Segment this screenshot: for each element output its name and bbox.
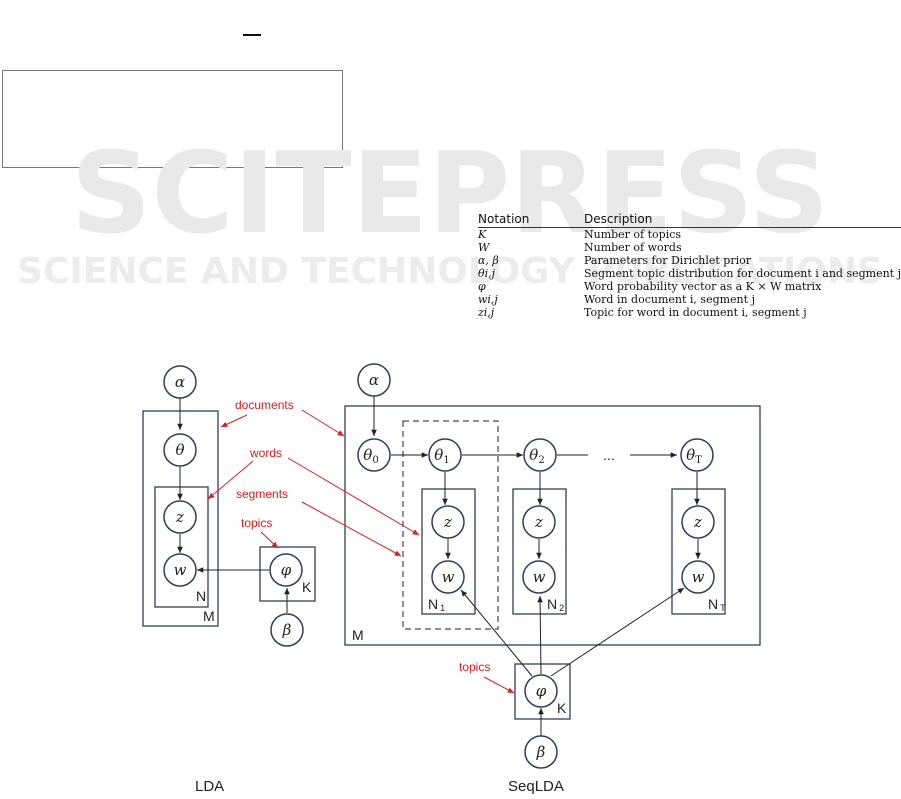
lda-plate-k-label: K [302,579,312,595]
notation-header-row: Notation Description [478,212,901,228]
lda-phi-label: φ [281,561,292,579]
seqlda-z1-node [431,505,465,539]
watermark: SCITEPRESS SCIENCE AND TECHNOLOGY PUBLIC… [17,129,883,292]
seqlda-zt-label: z [693,513,702,531]
top-rule-fragment [243,34,261,36]
empty-frame [2,70,343,168]
seqlda-plate-n1 [421,488,476,615]
lda-beta-node [270,613,304,647]
seqlda-w1-node [431,560,465,594]
notation-symbol: θi,j [478,267,496,280]
lda-plate-n [154,486,209,608]
notation-description: Number of words [583,241,682,254]
annotation-topics-lda: topics [241,516,272,530]
notation-description: Word in document i, segment j [583,293,755,306]
seqlda-theta0-label: θ0 [363,446,378,466]
seqlda-alpha-node [357,363,391,397]
lda-alpha-label: α [175,373,185,391]
lda-phi-node [269,553,303,587]
annotation-segments: segments [236,487,288,501]
seqlda-beta-node [524,735,558,769]
annotation-topics-seqlda: topics [459,660,490,674]
seqlda-thetaT-label: θT [686,446,702,466]
seqlda-z2-node [522,505,556,539]
lda-alpha-node [163,365,197,399]
lda-w-label: w [174,561,187,579]
notation-symbol: α, β [478,254,499,267]
lda-plate-m-label: M [203,608,215,624]
seqlda-phi-label: φ [536,682,547,700]
notation-symbol: φ [478,280,486,293]
annotations: documents words segments topics topics [207,398,515,694]
seqlda-z2-label: z [534,513,543,531]
notation-row: K Number of topics [478,228,901,242]
notation-description: Word probability vector as a K × W matri… [583,280,822,293]
lda-model: α θ z w φ β N M K [142,365,316,647]
seqlda-z1-label: z [443,513,452,531]
notation-row: wi,j Word in document i, segment j [478,293,901,306]
seqlda-plate-k-label: K [557,700,567,716]
lda-w-node [163,553,197,587]
seqlda-caption: SeqLDA [508,778,564,795]
seqlda-alpha-label: α [369,371,379,389]
seqlda-ellipsis: ... [603,447,615,463]
notation-row: zi,j Topic for word in document i, segmen… [478,306,901,319]
notation-symbol: K [478,228,487,241]
lda-plate-n-label: N [196,588,206,604]
seqlda-zt-node [681,505,715,539]
notation-description: Segment topic distribution for document … [583,267,901,280]
seqlda-wt-node [681,560,715,594]
seqlda-w2-node [522,560,556,594]
seqlda-theta2-node [523,438,557,472]
description-header: Description [583,212,901,228]
notation-row: θi,j Segment topic distribution for docum… [478,267,901,280]
annotation-words: words [249,446,282,460]
seqlda-wt-label: w [692,568,705,586]
seqlda-phi-node [524,674,558,708]
notation-row: φ Word probability vector as a K × W matr… [478,280,901,293]
seqlda-beta-label: β [536,743,546,761]
seqlda-segment-dashed-box [402,420,499,630]
seqlda-theta2-label: θ2 [529,446,544,466]
notation-header: Notation [478,212,584,228]
notation-symbol: zi,j [478,306,495,319]
watermark-line2: SCIENCE AND TECHNOLOGY PUBLICATIONS [17,251,883,292]
seqlda-plate-nt [671,488,726,615]
seqlda-thetaT-node [680,438,714,472]
seqlda-theta0-node [357,438,391,472]
lda-z-label: z [175,508,184,526]
seqlda-w1-label: w [442,568,455,586]
notation-symbol: wi,j [478,293,498,306]
lda-caption: LDA [195,778,225,795]
annotation-documents: documents [235,398,294,412]
notation-description: Number of topics [583,228,682,241]
lda-theta-label: θ [175,441,184,459]
lda-beta-label: β [282,621,292,639]
watermark-line1: SCITEPRESS [71,129,830,259]
notation-description: Topic for word in document i, segment j [583,306,807,319]
seqlda-plate-m-label: M [352,627,364,643]
seqlda-w2-label: w [533,568,546,586]
seqlda-plate-k [514,663,571,720]
notation-description: Parameters for Dirichlet prior [583,254,751,267]
lda-theta-node [163,433,197,467]
seqlda-theta1-node [428,438,462,472]
lda-z-node [163,500,197,534]
notation-symbol: W [478,241,490,254]
seqlda-theta1-label: θ1 [434,446,449,466]
notation-row: α, β Parameters for Dirichlet prior [478,254,901,267]
notation-row: W Number of words [478,241,901,254]
